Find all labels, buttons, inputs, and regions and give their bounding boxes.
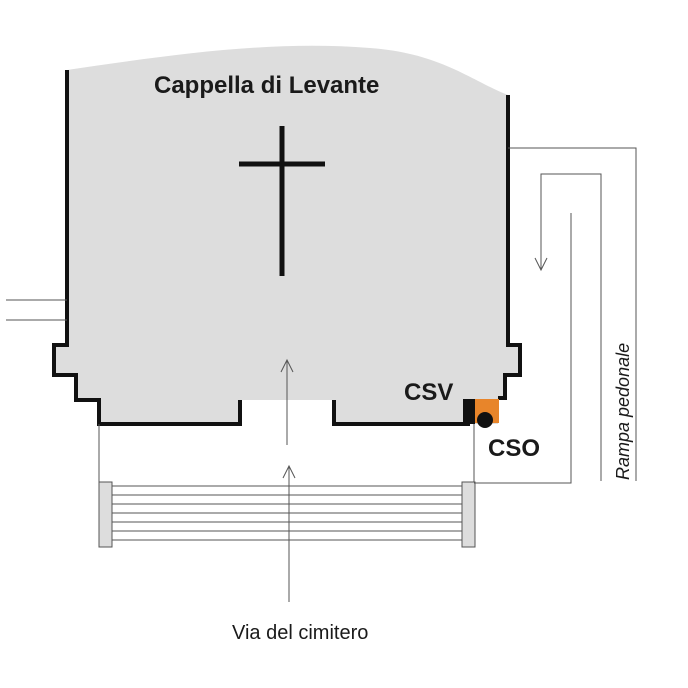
pedestrian-ramp xyxy=(474,147,637,484)
entrance-stairs xyxy=(98,481,476,548)
chapel-name: Cappella di Levante xyxy=(154,72,379,99)
csv-label: CSV xyxy=(404,379,453,406)
street-label: Via del cimitero xyxy=(232,622,368,644)
ramp-direction-arrow xyxy=(534,257,548,272)
chapel-floor xyxy=(54,45,520,424)
csv-marker xyxy=(463,399,475,424)
cross-icon xyxy=(239,126,325,276)
cso-label: CSO xyxy=(488,435,540,462)
cso-marker-dot xyxy=(477,412,493,428)
forecourt xyxy=(98,424,475,484)
stair-treads xyxy=(112,485,462,541)
side-access-lines xyxy=(6,299,67,321)
stair-right-cheek xyxy=(461,481,476,548)
ramp-label: Rampa pedonale xyxy=(613,343,633,480)
stair-left-cheek xyxy=(98,481,113,548)
entrance-arrow-upper xyxy=(280,358,294,445)
entrance-arrow-lower xyxy=(282,464,296,602)
chapel-walls xyxy=(52,70,522,426)
